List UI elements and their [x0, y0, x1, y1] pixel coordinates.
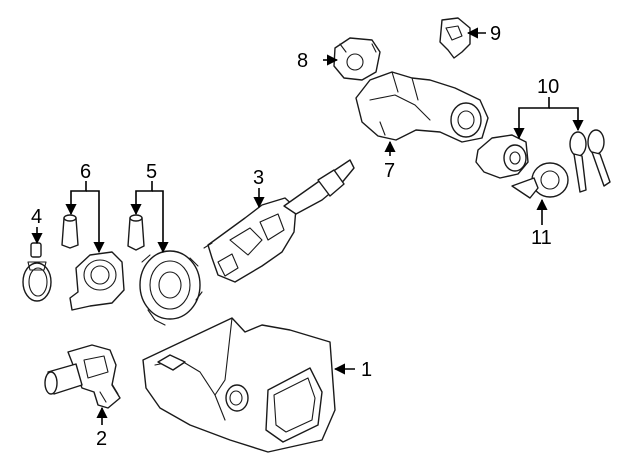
part-10-cylinder-keys — [475, 129, 611, 193]
callout-8: 8 — [297, 50, 308, 72]
callout-3: 3 — [253, 167, 264, 189]
part-6-assembly — [61, 214, 125, 311]
part-4-ring — [22, 242, 52, 302]
callout-6: 6 — [80, 161, 91, 183]
part-2-switch — [44, 344, 121, 409]
callout-4: 4 — [31, 206, 42, 228]
part-11-lock-ring — [511, 162, 569, 199]
leader-lines — [31, 27, 584, 425]
part-9-sensor — [439, 17, 471, 59]
callout-1: 1 — [361, 359, 372, 381]
part-3-combination-switch — [203, 159, 355, 283]
callout-labels: 1 2 3 4 5 6 7 8 9 10 11 — [31, 23, 559, 450]
part-7-ignition-housing — [355, 71, 489, 143]
part-5-clock-spring — [127, 214, 203, 326]
callout-2: 2 — [96, 428, 107, 450]
callout-5: 5 — [146, 161, 157, 183]
part-1-column-cover — [142, 317, 336, 453]
callout-9: 9 — [490, 23, 501, 45]
callout-7: 7 — [384, 160, 395, 182]
part-8-switch — [333, 37, 381, 81]
callout-10: 10 — [537, 76, 559, 98]
callout-11: 11 — [531, 227, 552, 249]
